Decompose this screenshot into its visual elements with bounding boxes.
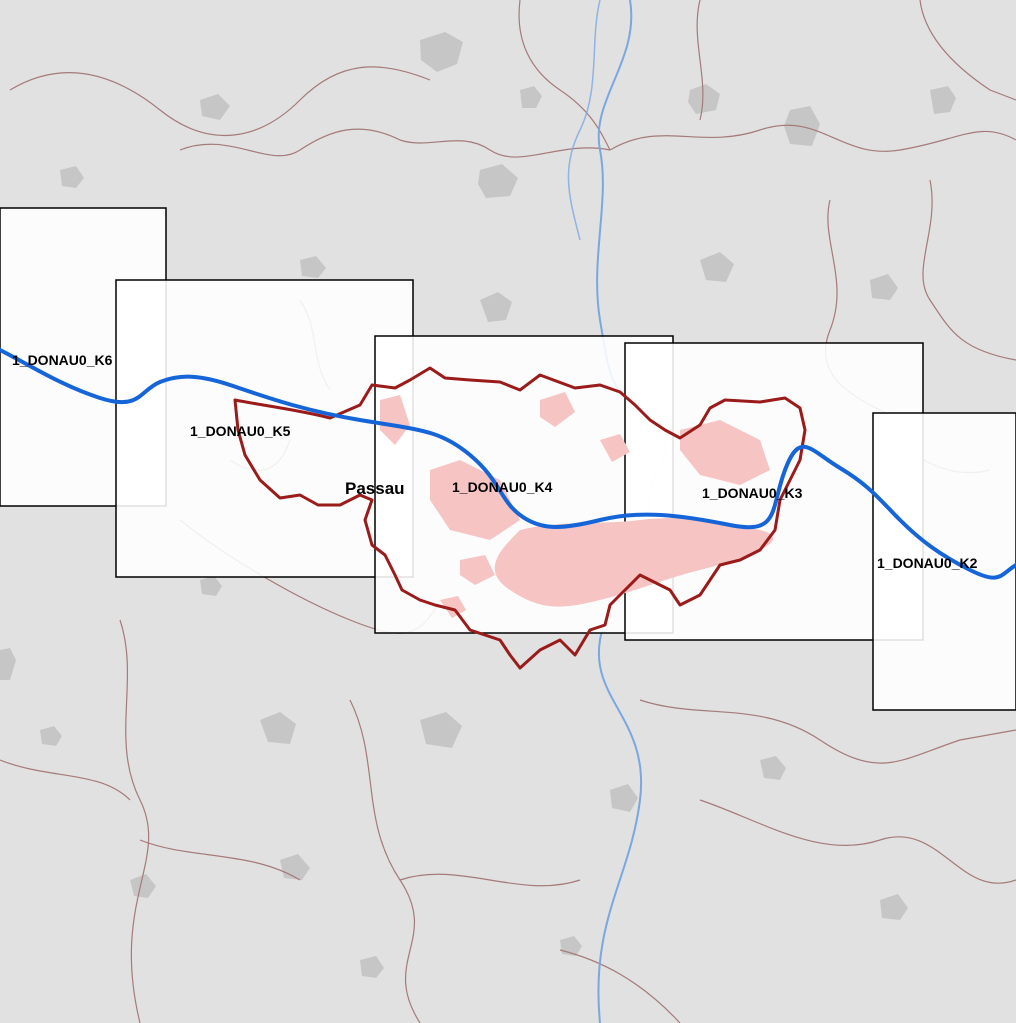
city-built-up-area <box>380 392 774 618</box>
tile-k2-frame[interactable] <box>872 412 1016 711</box>
passau-city-boundary <box>233 366 807 670</box>
city-label-passau: Passau <box>345 479 405 498</box>
tile-label-k5: 1_DONAU0_K5 <box>190 423 291 439</box>
tile-k5-frame[interactable] <box>115 279 414 578</box>
danube-river <box>0 348 1016 580</box>
tile-label-k6: 1_DONAU0_K6 <box>12 352 113 368</box>
tile-label-k4: 1_DONAU0_K4 <box>452 479 553 495</box>
tile-label-k3: 1_DONAU0_K3 <box>702 485 803 501</box>
settlement-areas <box>0 32 956 978</box>
tile-label-k2: 1_DONAU0_K2 <box>877 555 978 571</box>
tile-frames <box>0 207 1016 711</box>
ilz-river <box>567 0 601 241</box>
